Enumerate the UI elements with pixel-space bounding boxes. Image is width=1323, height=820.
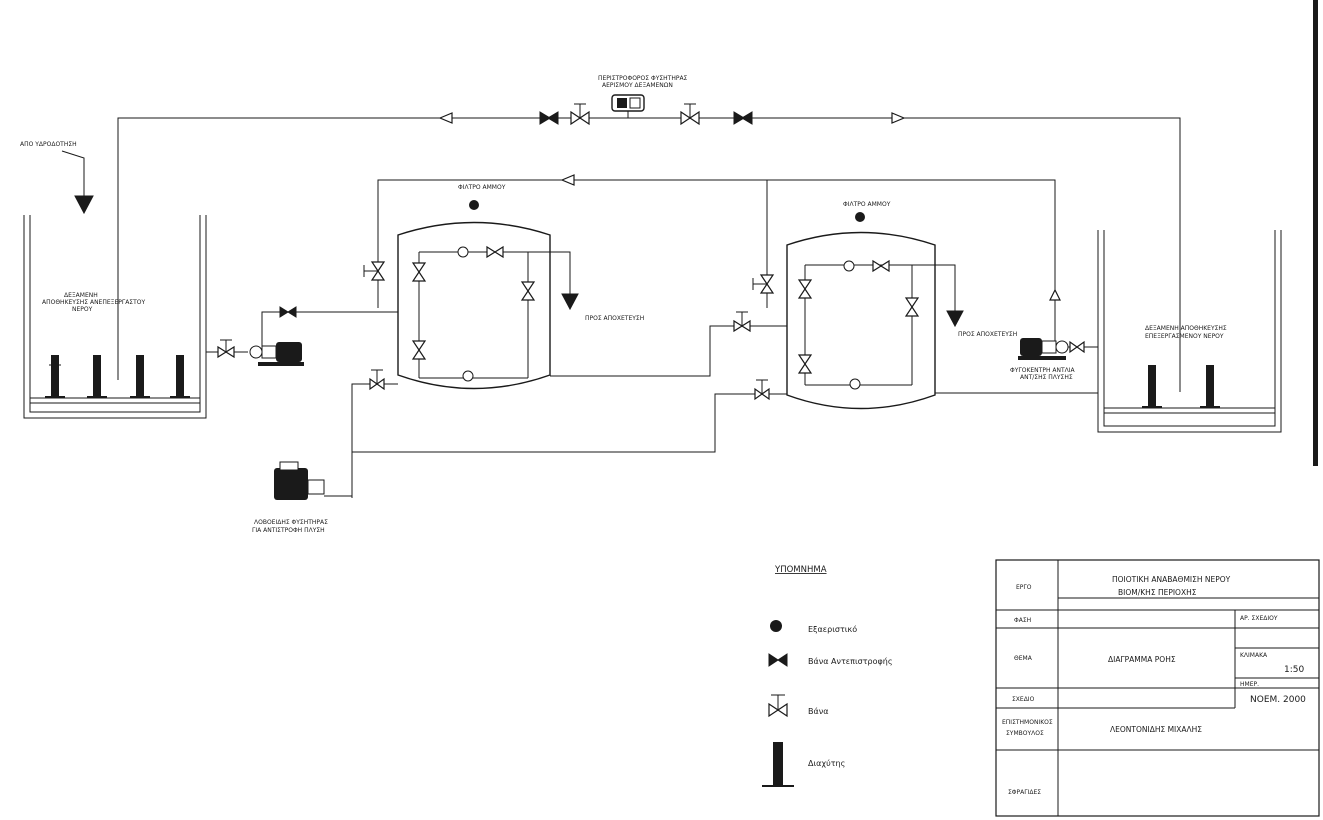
pump-right-label-1: ΦΥΓΟΚΕΝΤΡΗ ΑΝΤΛΙΑ bbox=[1010, 367, 1076, 374]
tb-scale-value: 1:50 bbox=[1284, 665, 1304, 675]
flow-arrow-left bbox=[438, 112, 453, 124]
gate-valve-icon bbox=[411, 262, 427, 282]
gate-valve-icon bbox=[797, 354, 813, 374]
backwash-filter1-line bbox=[351, 383, 398, 452]
gate-valve-icon bbox=[217, 339, 235, 359]
gate-valve-icon bbox=[369, 369, 385, 391]
diffusers-left bbox=[45, 355, 190, 398]
filter1-to-filter2-line bbox=[550, 325, 787, 377]
supply-inlet-line bbox=[61, 150, 85, 196]
sand-filter-2 bbox=[786, 212, 964, 410]
tb-consultant-label-1: ΕΠΙΣΤΗΜΟΝΙΚΟΣ bbox=[1002, 719, 1053, 726]
sand-filter-1-label: ΦΙΛΤΡΟ ΑΜΜΟΥ bbox=[458, 184, 506, 191]
legend-title: ΥΠΟΜΝΗΜΑ bbox=[774, 565, 827, 575]
check-valve-icon bbox=[733, 111, 753, 125]
legend: ΥΠΟΜΝΗΜΑ Εξαεριστικό Βάνα Αντεπιστροφής … bbox=[762, 565, 893, 787]
gate-valve-icon bbox=[768, 694, 788, 718]
to-drain-1-label: ΠΡΟΣ ΑΠΟΧΕΤΕΥΣΗ bbox=[585, 315, 644, 322]
gate-valve-icon bbox=[754, 379, 770, 401]
tb-subject-label: ΘΕΜΑ bbox=[1014, 655, 1033, 662]
gate-valve-icon bbox=[1069, 340, 1085, 354]
flow-arrow-return bbox=[560, 174, 575, 186]
check-valve-icon bbox=[279, 306, 297, 318]
gate-valve-icon bbox=[797, 279, 813, 299]
legend-item-gate-valve: Βάνα bbox=[808, 707, 829, 716]
from-water-supply-label: ΑΠΟ ΥΔΡΟΔΟΤΗΣΗ bbox=[20, 141, 77, 148]
gate-valve-icon bbox=[733, 311, 751, 333]
tb-subject-value: ΔΙΑΓΡΑΜΜΑ ΡΟΗΣ bbox=[1108, 655, 1176, 664]
tb-drawing-no-label: ΑΡ. ΣΧΕΔΙΟΥ bbox=[1240, 615, 1278, 622]
tb-project-line2: ΒΙΟΜ/ΚΗΣ ΠΕΡΙΟΧΗΣ bbox=[1118, 588, 1197, 597]
pump-right-label-2: ΑΝΤ/ΣΗΣ ΠΛΥΣΗΣ bbox=[1020, 374, 1073, 381]
sand-filter-1 bbox=[397, 200, 579, 390]
tank-left-label-2: ΑΠΟΘΗΚΕΥΣΗΣ ΑΝΕΠΕΞΕΡΓΑΣΤΟΥ bbox=[42, 299, 145, 306]
gate-valve-icon bbox=[872, 259, 890, 273]
gate-valve-icon bbox=[411, 340, 427, 360]
sand-filter-2-label: ΦΙΛΤΡΟ ΑΜΜΟΥ bbox=[843, 201, 891, 208]
tb-date-label: ΗΜΕΡ. bbox=[1240, 681, 1259, 688]
tb-stamps-label: ΣΦΡΑΓΙΔΕΣ bbox=[1008, 789, 1041, 796]
diffuser-icon bbox=[762, 742, 794, 787]
tb-consultant-label-2: ΣΥΜΒΟΥΛΟΣ bbox=[1006, 730, 1044, 737]
backwash-pump bbox=[1018, 338, 1069, 360]
gate-valve-icon bbox=[363, 261, 386, 281]
check-valve-icon bbox=[539, 111, 559, 125]
ejector-icon bbox=[770, 620, 782, 632]
lobe-blower bbox=[274, 461, 352, 500]
tank-left-label-3: ΝΕΡΟΥ bbox=[72, 306, 93, 313]
gate-valve-icon bbox=[486, 245, 504, 259]
pump-to-filter1-line bbox=[261, 311, 398, 352]
tb-design-label: ΣΧΕΔΙΟ bbox=[1012, 696, 1035, 703]
legend-item-check-valve: Βάνα Αντεπιστροφής bbox=[808, 657, 893, 666]
flow-arrow-right bbox=[891, 112, 906, 124]
tb-project-line1: ΠΟΙΟΤΙΚΗ ΑΝΑΒΑΘΜΙΣΗ ΝΕΡΟΥ bbox=[1112, 575, 1231, 584]
gate-valve-icon bbox=[520, 281, 536, 301]
blower-bottom-label-2: ΓΙΑ ΑΝΤΙΣΤΡΟΦΗ ΠΛΥΣΗ bbox=[252, 527, 325, 534]
supply-inlet-arrow bbox=[74, 195, 94, 215]
legend-item-diffuser: Διαχύτης bbox=[808, 758, 845, 768]
treated-water-tank bbox=[1097, 230, 1282, 433]
tank-right-label-2: ΕΠΕΞΕΡΓΑΣΜΕΝΟΥ ΝΕΡΟΥ bbox=[1145, 333, 1224, 340]
blower-bottom-label-1: ΛΟΒΟΕΙΔΗΣ ΦΥΣΗΤΗΡΑΣ bbox=[254, 519, 328, 526]
air-line-top bbox=[117, 94, 1181, 392]
gate-valve-icon bbox=[904, 297, 920, 317]
blower-top-label-1: ΠΕΡΙΣΤΡΟΦΟΡΟΣ ΦΥΣΗΤΗΡΑΣ bbox=[598, 75, 688, 82]
tb-date-value: ΝΟΕΜ. 2000 bbox=[1250, 695, 1306, 705]
tb-scale-label: ΚΛΙΜΑΚΑ bbox=[1240, 652, 1268, 659]
tank-left-label-1: ΔΕΞΑΜΕΝΗ bbox=[64, 292, 98, 299]
tb-phase-label: ΦΑΣΗ bbox=[1014, 617, 1031, 624]
tb-consultant-value: ΛΕΟΝΤΟΝΙΔΗΣ ΜΙΧΑΛΗΣ bbox=[1110, 725, 1202, 734]
legend-item-ejector: Εξαεριστικό bbox=[808, 624, 857, 634]
gate-valve-icon bbox=[680, 103, 700, 126]
flow-arrow-up bbox=[1049, 288, 1061, 301]
check-valve-icon bbox=[768, 653, 788, 667]
sheet-edge-bar bbox=[1313, 0, 1318, 466]
title-block bbox=[995, 559, 1320, 817]
to-drain-2-label: ΠΡΟΣ ΑΠΟΧΕΤΕΥΣΗ bbox=[958, 331, 1017, 338]
filter-return-line bbox=[377, 179, 1056, 345]
gate-valve-icon bbox=[570, 103, 590, 126]
left-pump bbox=[249, 342, 304, 366]
gate-valve-icon bbox=[752, 274, 775, 294]
backwash-air-line bbox=[351, 393, 787, 498]
diffusers-right bbox=[1142, 365, 1220, 408]
blower-top-label-2: ΑΕΡΙΣΜΟΥ ΔΕΞΑΜΕΝΩΝ bbox=[602, 82, 673, 89]
tank-right-label-1: ΔΕΞΑΜΕΝΗ ΑΠΟΘΗΚΕΥΣΗΣ bbox=[1145, 325, 1227, 332]
tb-project-label: ΕΡΓΟ bbox=[1016, 584, 1032, 591]
